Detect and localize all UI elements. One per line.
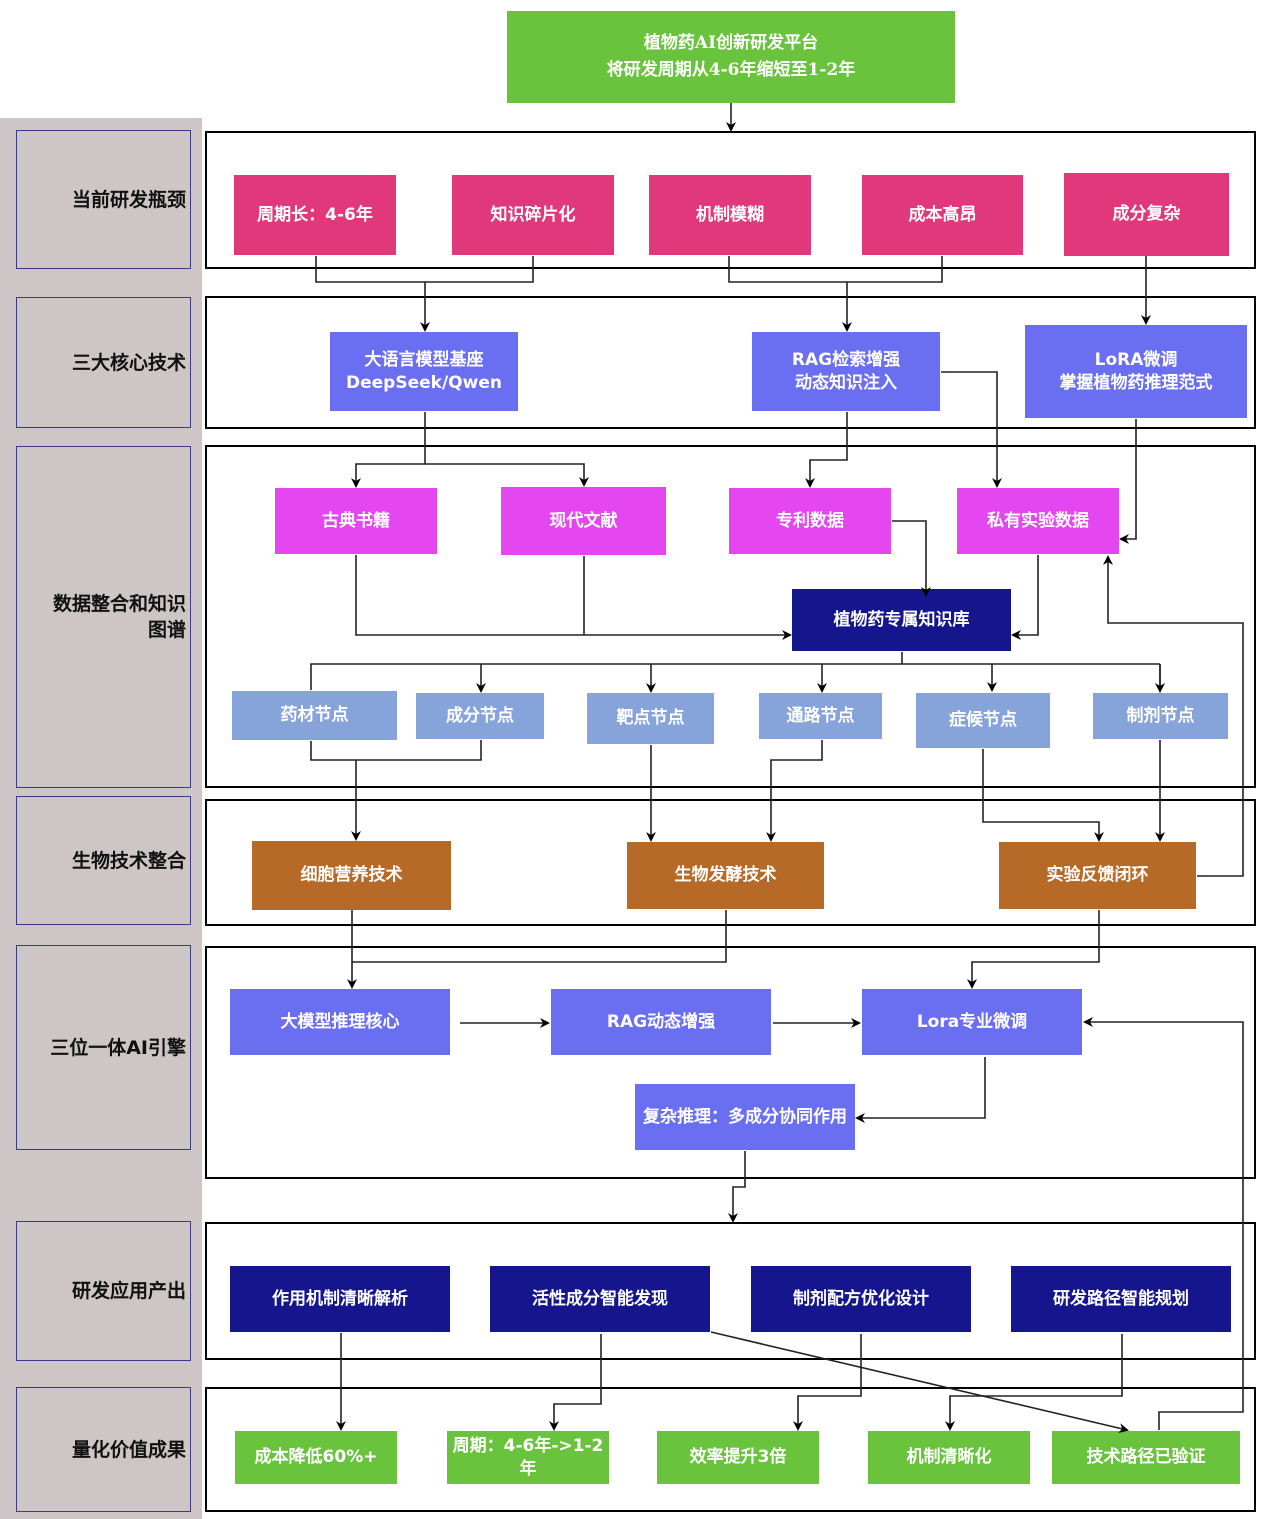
biotech-cell-nutrition[interactable]: 细胞营养技术 [252,841,451,910]
ai-engine-llm-core[interactable]: 大模型推理核心 [230,989,450,1055]
graph-node-syndrome[interactable]: 症候节点 [916,693,1050,748]
lane-label-results: 量化价值成果 [16,1387,191,1512]
application-path-planning[interactable]: 研发路径智能规划 [1011,1266,1231,1332]
ai-engine-lora[interactable]: Lora专业微调 [862,989,1082,1055]
biotech-fermentation[interactable]: 生物发酵技术 [627,842,824,909]
lane-label-core-tech: 三大核心技术 [16,297,191,428]
ai-engine-rag[interactable]: RAG动态增强 [551,989,771,1055]
bottleneck-unclear-mechanism[interactable]: 机制模糊 [649,175,811,255]
data-source-patents[interactable]: 专利数据 [729,488,891,554]
graph-node-herb[interactable]: 药材节点 [232,691,397,740]
lane-label-applications: 研发应用产出 [16,1221,191,1361]
lane-label-biotech: 生物技术整合 [16,796,191,925]
result-cycle-reduction[interactable]: 周期：4-6年->1-2年 [447,1431,609,1484]
bottleneck-fragmented-knowledge[interactable]: 知识碎片化 [452,175,614,255]
graph-node-ingredient[interactable]: 成分节点 [416,693,544,739]
data-source-private-experiments[interactable]: 私有实验数据 [957,488,1119,554]
lane-label-bottleneck: 当前研发瓶颈 [16,130,191,269]
lane-label-ai-engine: 三位一体AI引擎 [16,945,191,1150]
core-tech-rag[interactable]: RAG检索增强动态知识注入 [752,332,940,411]
data-source-classics[interactable]: 古典书籍 [275,488,437,554]
platform-title: 植物药AI创新研发平台 [643,33,819,53]
lane-sidebar [0,118,202,1519]
result-mechanism-clarity[interactable]: 机制清晰化 [868,1431,1030,1484]
graph-node-pathway[interactable]: 通路节点 [759,693,882,739]
knowledge-base-node[interactable]: 植物药专属知识库 [792,589,1011,651]
result-efficiency[interactable]: 效率提升3倍 [657,1431,819,1484]
lane-label-data-integration: 数据整合和知识图谱 [16,446,191,788]
application-formulation-design[interactable]: 制剂配方优化设计 [751,1266,971,1332]
application-mechanism-analysis[interactable]: 作用机制清晰解析 [230,1266,450,1332]
core-tech-lora[interactable]: LoRA微调掌握植物药推理范式 [1025,325,1247,418]
platform-subtitle: 将研发周期从4-6年缩短至1-2年 [606,60,856,80]
bottleneck-high-cost[interactable]: 成本高昂 [862,175,1023,255]
biotech-feedback-loop[interactable]: 实验反馈闭环 [999,842,1196,909]
platform-title-node: 植物药AI创新研发平台 将研发周期从4-6年缩短至1-2年 [507,11,955,103]
application-ingredient-discovery[interactable]: 活性成分智能发现 [490,1266,710,1332]
result-cost-reduction[interactable]: 成本降低60%+ [235,1431,397,1484]
bottleneck-long-cycle[interactable]: 周期长：4-6年 [234,175,396,255]
bottleneck-complex-ingredients[interactable]: 成分复杂 [1064,173,1229,256]
graph-node-target[interactable]: 靶点节点 [587,693,714,744]
result-path-validated[interactable]: 技术路径已验证 [1052,1431,1240,1484]
data-source-literature[interactable]: 现代文献 [501,487,666,555]
graph-node-formulation[interactable]: 制剂节点 [1093,693,1228,739]
ai-engine-complex-reasoning[interactable]: 复杂推理：多成分协同作用 [635,1084,855,1150]
